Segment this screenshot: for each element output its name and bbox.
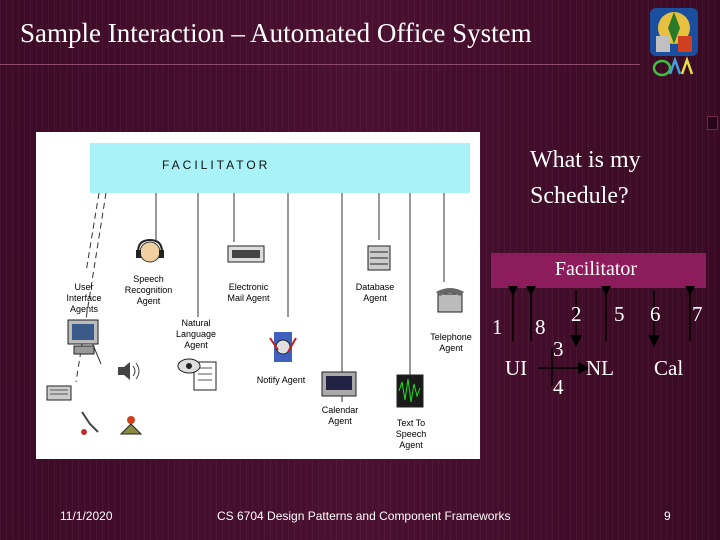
calendar-agent-label: Calendar Agent bbox=[321, 405, 359, 426]
speech-recognition-agent-label: Speech Recognition Agent bbox=[124, 274, 173, 306]
database-icon bbox=[367, 245, 391, 271]
text-to-speech-agent-label: Text To Speech Agent bbox=[395, 418, 427, 450]
step-6: 6 bbox=[650, 302, 661, 326]
user-interface-agents-label: User Interface Agents bbox=[66, 282, 102, 314]
footer-course: CS 6704 Design Patterns and Component Fr… bbox=[217, 509, 511, 523]
title-divider bbox=[0, 64, 640, 65]
footer-page-number: 9 bbox=[664, 509, 671, 523]
calendar-icon bbox=[321, 371, 357, 397]
database-agent-label: Database Agent bbox=[355, 282, 395, 303]
facilitator-box bbox=[90, 143, 470, 193]
slide-title: Sample Interaction – Automated Office Sy… bbox=[20, 18, 532, 48]
step-4: 4 bbox=[553, 375, 564, 399]
tool-icon bbox=[119, 416, 143, 435]
node-ui: UI bbox=[505, 356, 528, 380]
telephone-icon bbox=[436, 288, 464, 313]
facilitator-box-label: FACILITATOR bbox=[162, 158, 271, 172]
mouse-icon bbox=[81, 411, 99, 435]
notify-icon bbox=[269, 332, 297, 362]
interaction-arrows bbox=[507, 286, 696, 386]
node-cal: Cal bbox=[654, 356, 684, 380]
natural-language-agent-label: Natural Language Agent bbox=[175, 318, 217, 350]
facilitator-bar bbox=[491, 253, 706, 288]
step-8: 8 bbox=[535, 315, 546, 339]
question-text: What is my Schedule? bbox=[530, 142, 641, 214]
eye-document-icon bbox=[177, 358, 217, 391]
question-line-1: What is my bbox=[530, 147, 641, 173]
node-nl: NL bbox=[586, 356, 614, 380]
electronic-mail-agent-label: Electronic Mail Agent bbox=[227, 282, 270, 303]
agent-architecture-diagram: FACILITATOR bbox=[36, 132, 480, 459]
headset-icon bbox=[136, 238, 164, 263]
notify-agent-label: Notify Agent bbox=[256, 375, 306, 385]
step-7: 7 bbox=[692, 302, 703, 326]
waveform-icon bbox=[396, 374, 424, 408]
step-5: 5 bbox=[614, 302, 625, 326]
question-line-2: Schedule? bbox=[530, 183, 629, 209]
step-3: 3 bbox=[553, 337, 564, 361]
mail-agent-icon bbox=[227, 245, 265, 263]
logo-icon bbox=[650, 8, 698, 77]
step-2: 2 bbox=[571, 302, 582, 326]
keyboard-icon bbox=[46, 385, 72, 401]
computer-icon bbox=[67, 319, 99, 355]
speaker-icon bbox=[118, 362, 140, 380]
decoration-square bbox=[707, 116, 718, 130]
footer-date: 11/1/2020 bbox=[60, 509, 113, 523]
step-1: 1 bbox=[492, 315, 503, 339]
telephone-agent-label: Telephone Agent bbox=[430, 332, 472, 353]
facilitator-bar-label: Facilitator bbox=[554, 258, 638, 280]
